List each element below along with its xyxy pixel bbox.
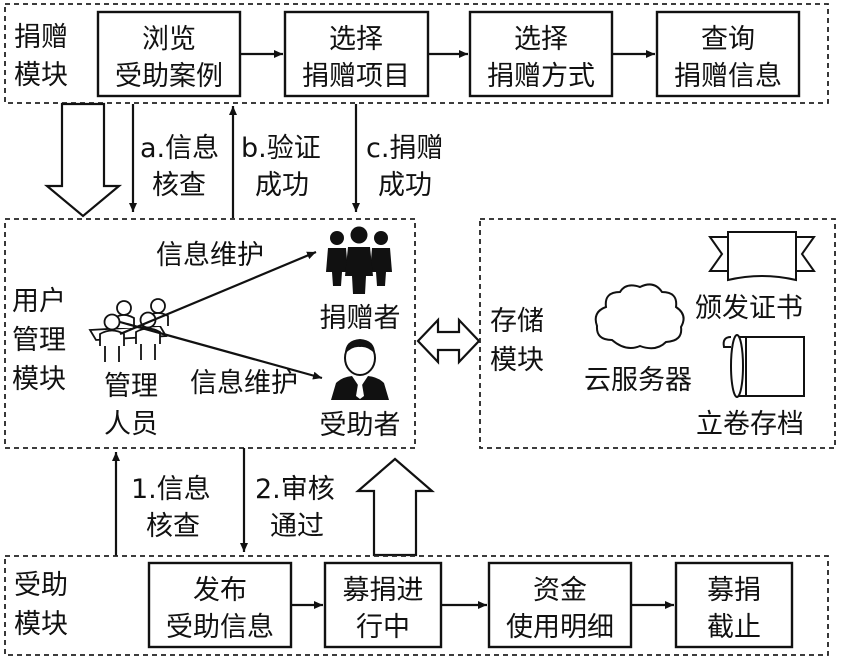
flow-2-line1: 2.审核	[255, 474, 335, 505]
flow-c-line1: c.捐赠	[366, 133, 443, 164]
step-query-donations[interactable]: 查询 捐赠信息	[655, 10, 801, 98]
step-select-project[interactable]: 选择 捐赠项目	[283, 10, 430, 98]
step-fund-usage-details-line2: 使用明细	[506, 612, 614, 643]
step-select-method[interactable]: 选择 捐赠方式	[468, 10, 614, 98]
flow-b-line1: b.验证	[241, 133, 321, 164]
flow-1-line1: 1.信息	[131, 474, 211, 505]
flow-a-line1: a.信息	[140, 133, 219, 164]
aid-module-label-line1: 受助	[14, 570, 68, 601]
flow-1-line2: 核查	[146, 511, 200, 542]
arrow-maintain-donor	[119, 250, 317, 336]
admin-label-line1: 管理	[104, 371, 158, 402]
storage-module-label-line1: 存储	[490, 306, 544, 337]
step-select-project-line2: 捐赠项目	[302, 61, 410, 92]
arrow-maintain-recipient	[119, 320, 323, 380]
cloud-server-label: 云服务器	[584, 365, 692, 396]
step-fundraising-closed-line2: 截止	[707, 612, 761, 643]
hollow-arrow-down	[43, 102, 123, 218]
step-fundraising-in-progress-line2: 行中	[356, 612, 410, 643]
step-query-donations-line2: 捐赠信息	[674, 61, 782, 92]
storage-module-frame	[479, 218, 836, 449]
step-fundraising-in-progress-line1: 募捐进	[343, 575, 424, 606]
donor-group-icon	[326, 226, 392, 294]
step-select-project-line1: 选择	[329, 24, 383, 55]
step-select-method-line2: 捐赠方式	[487, 61, 595, 92]
step-fundraising-closed-line1: 募捐	[707, 575, 761, 606]
step-publish-aid-info-line2: 受助信息	[166, 612, 274, 643]
aid-module-frame	[4, 555, 829, 656]
step-fund-usage-details[interactable]: 资金 使用明细	[487, 561, 633, 649]
donation-module-label-line1: 捐赠	[14, 22, 68, 53]
storage-module-label-line2: 模块	[490, 345, 544, 376]
admin-label-line2: 人员	[104, 409, 158, 440]
user-module-label-line1: 用户	[12, 286, 66, 317]
user-module-label-line3: 模块	[12, 364, 66, 395]
step-browse-cases[interactable]: 浏览 受助案例	[96, 10, 242, 98]
admin-group-icon	[88, 298, 169, 362]
step-publish-aid-info[interactable]: 发布 受助信息	[147, 561, 293, 649]
certificate-label: 颁发证书	[695, 293, 803, 324]
archive-label: 立卷存档	[696, 409, 804, 440]
flow-c-line2: 成功	[378, 170, 432, 201]
donor-label: 捐赠者	[320, 303, 401, 334]
recipient-icon	[331, 339, 389, 400]
recipient-label: 受助者	[320, 410, 401, 441]
user-module-label-line2: 管理	[12, 325, 66, 356]
donation-module-frame	[4, 3, 829, 104]
hollow-arrow-up	[355, 457, 435, 557]
donation-module-label-line2: 模块	[14, 60, 68, 91]
maintain-donor-label: 信息维护	[156, 240, 264, 271]
cloud-icon	[594, 283, 685, 350]
step-fundraising-in-progress[interactable]: 募捐进 行中	[323, 561, 443, 649]
hollow-double-arrow	[416, 317, 481, 365]
step-publish-aid-info-line1: 发布	[193, 575, 247, 606]
step-query-donations-line1: 查询	[701, 24, 755, 55]
maintain-recipient-label: 信息维护	[190, 368, 298, 399]
flow-b-line2: 成功	[255, 170, 309, 201]
flow-a-line2: 核查	[152, 170, 206, 201]
flow-2-line2: 通过	[270, 511, 324, 542]
certificate-icon	[708, 231, 816, 282]
aid-module-label-line2: 模块	[14, 609, 68, 640]
archive-scroll-icon	[722, 334, 805, 398]
step-browse-cases-line2: 受助案例	[115, 61, 223, 92]
step-select-method-line1: 选择	[514, 24, 568, 55]
step-fund-usage-details-line1: 资金	[533, 575, 587, 606]
step-browse-cases-line1: 浏览	[142, 24, 196, 55]
step-fundraising-closed[interactable]: 募捐 截止	[674, 561, 794, 649]
user-module-frame	[4, 218, 416, 449]
